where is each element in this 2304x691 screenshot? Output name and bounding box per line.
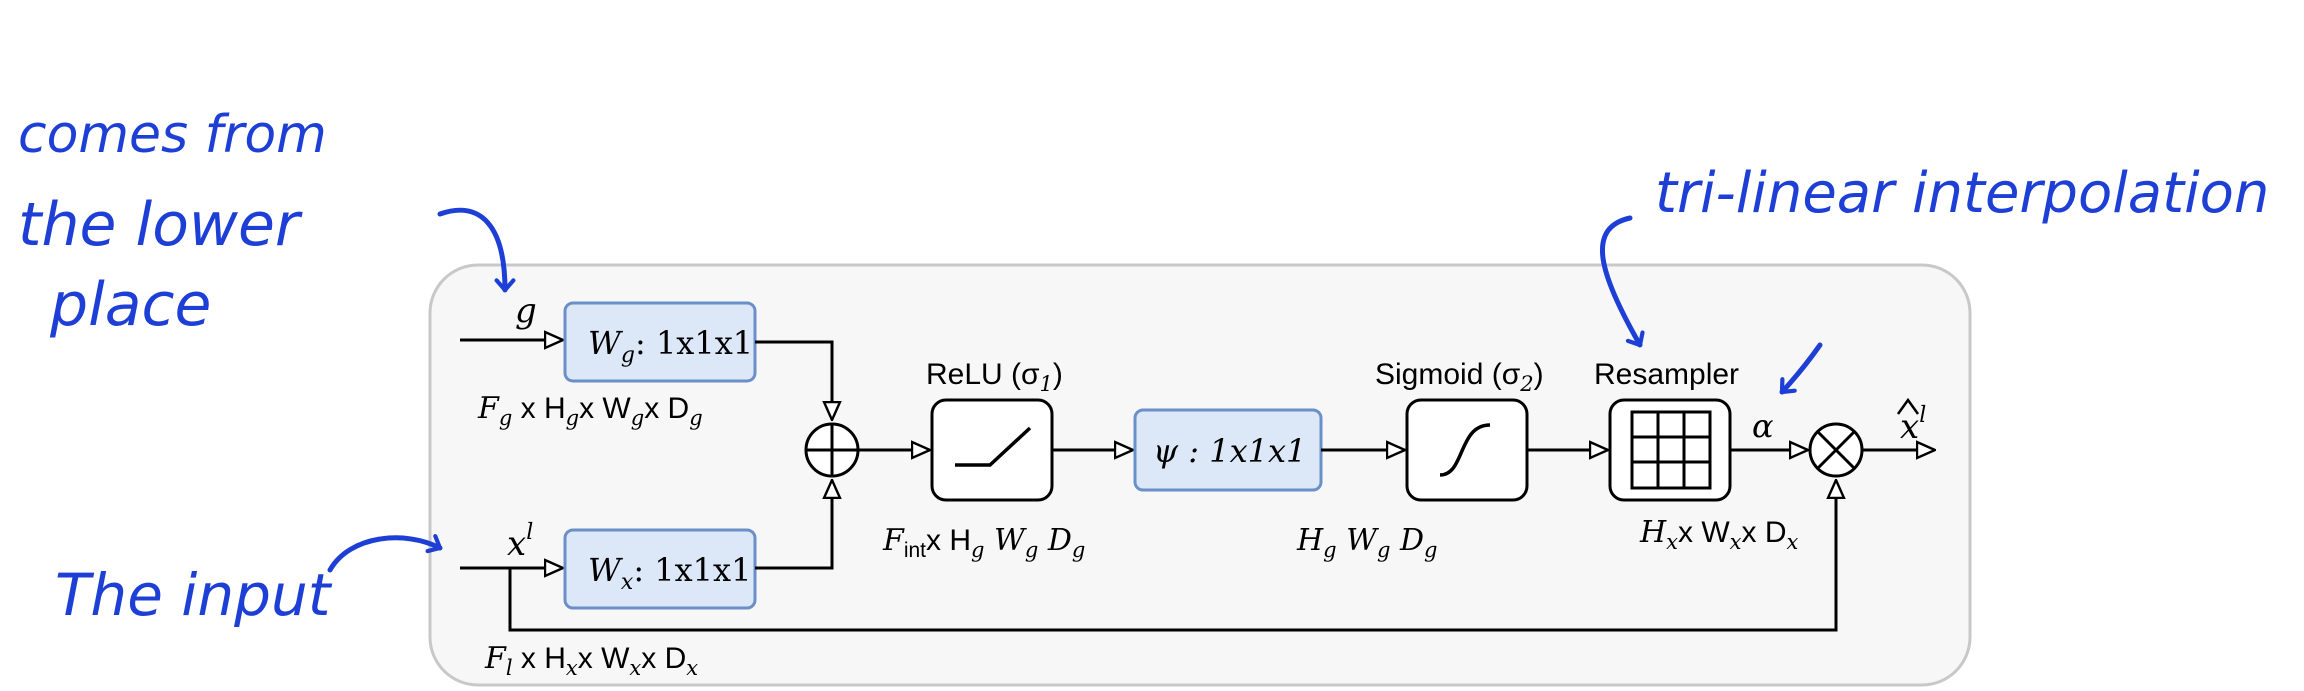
fg-dimensions: Fg x Hgx Wgx Dg (477, 391, 703, 430)
wg-block-label: Wg: 1x1x1 (588, 324, 753, 368)
wx-block-label: Wx: 1x1x1 (588, 551, 751, 595)
output-label: xl (1900, 403, 1926, 447)
note-trilinear-arrow (1599, 215, 1645, 348)
alpha-label: α (1752, 407, 1774, 445)
psi-block-label: ψ : 1x1x1 (1153, 432, 1306, 470)
sigmoid-curve-icon (1439, 423, 1491, 477)
xl-input-label: xl (507, 520, 533, 564)
sigmoid-label: Sigmoid (σ2) (1375, 358, 1544, 396)
relu-curve-icon (955, 426, 1032, 467)
note-lower-line-2: the lower (18, 190, 303, 260)
note-input-arrow (327, 534, 443, 573)
note-lower-line-1: comes from (18, 105, 327, 165)
fint-dimensions: Fintx Hg Wg Dg (882, 523, 1085, 562)
relu-block (930, 398, 1054, 502)
hw-dimensions: Hg Wg Dg (1296, 523, 1438, 562)
wx-to-sum-line (755, 480, 832, 570)
wg-to-sum-line (755, 340, 832, 420)
note-trilinear: tri-linear interpolation (1655, 161, 2269, 226)
alpha-pointer-arrow (1779, 342, 1823, 395)
g-input-label: g (515, 291, 537, 331)
sum-node (804, 422, 860, 478)
relu-label: ReLU (σ1) (926, 358, 1063, 396)
skip-connection-line (508, 480, 1836, 632)
hx-dimensions: Hxx Wxx Dx (1639, 515, 1799, 554)
fl-dimensions: Fl x Hxx Wxx Dx (484, 641, 698, 680)
output-hat-mark (1896, 397, 1920, 415)
grid-icon (1630, 410, 1712, 490)
note-input: The input (55, 561, 333, 629)
multiply-node (1808, 422, 1864, 478)
note-lower-line-3: place (49, 270, 211, 340)
note-lower-arrow (437, 207, 516, 293)
resampler-label: Resampler (1594, 358, 1739, 391)
resampler-block (1608, 398, 1732, 502)
sigmoid-block (1405, 398, 1529, 502)
